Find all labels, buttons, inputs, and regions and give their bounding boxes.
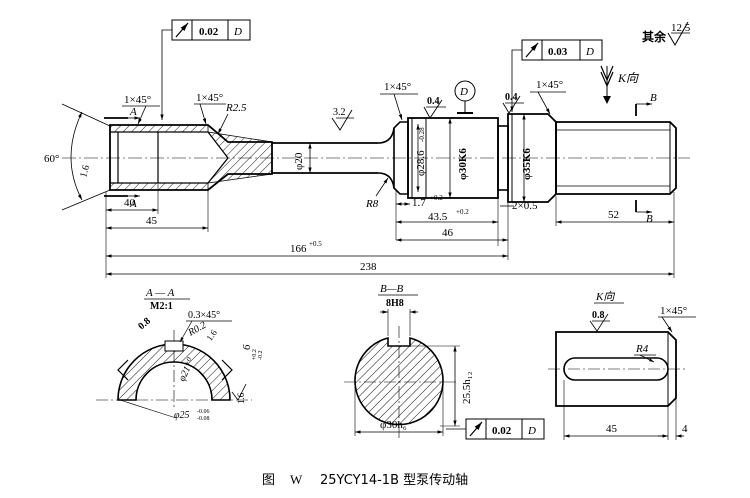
angle-60-label: 60° (44, 153, 59, 165)
section-a-slot-tol-top: +0.2 (252, 349, 258, 360)
view-k: K向 0.8 1×45° R4 45 4 (548, 290, 696, 440)
section-b-title: B—B (380, 283, 404, 295)
dia-35: φ35K6 (521, 148, 533, 180)
runout-icon (175, 22, 189, 38)
dim-46: 46 (442, 227, 454, 239)
view-k-chamfer: 1×45° (660, 305, 687, 317)
view-k-dim-45: 45 (606, 423, 618, 435)
roughness-32: 3.2 (333, 107, 346, 118)
dia-286-tol: -0.28 (418, 127, 426, 142)
section-a-a: A — A M2:1 0.3×45° 0.8 R0.2 1.6 6 +0.2 -… (96, 287, 264, 422)
section-b-b: B—B 8H8 25.5h₁₂ φ30h₆ 0.02 D (344, 283, 545, 440)
fcf-left-value: 0.02 (199, 26, 219, 38)
dim-2x05: 2×0.5 (512, 200, 538, 212)
chamfer-4: 1×45° (536, 79, 563, 91)
section-b-mark-top: B (650, 92, 657, 104)
shaft-middle (272, 127, 395, 189)
section-b-mark-bottom: B (646, 213, 653, 225)
radius-8: R8 (365, 198, 379, 210)
figure-caption: 图 W 25YCY14-1B 型泵传动轴 (262, 472, 468, 488)
angle-60: 60° (44, 103, 111, 211)
section-b-marks: B B (635, 92, 657, 225)
section-a-roughness1: 0.8 (136, 316, 153, 332)
dim-435: 43.5 (428, 211, 448, 223)
dim-45: 45 (146, 215, 158, 227)
section-b-fcf-value: 0.02 (492, 425, 512, 437)
dim-166: 166 (290, 243, 307, 255)
section-a-slot-width: 6 (241, 344, 253, 350)
dim-238: 238 (360, 261, 377, 273)
view-k-title: K向 (595, 290, 615, 303)
dim-52: 52 (608, 209, 619, 221)
dim-166-tol: +0.5 (309, 240, 322, 248)
caption-label: 图 (262, 473, 275, 488)
section-a-slot-tol-bot: -0.2 (258, 351, 264, 361)
section-a-scale: M2:1 (150, 301, 173, 312)
datum-d: D (454, 80, 476, 114)
section-a-dia-outer-tol-top: -0.06 (197, 409, 210, 415)
runout-icon (525, 42, 539, 58)
fcf-left-datum: D (233, 26, 242, 38)
datum-d-label: D (459, 86, 468, 98)
section-b-fcf-datum: D (527, 425, 536, 437)
section-a-roughness3: 1.6 (236, 392, 246, 404)
section-b-diameter: φ30h₆ (380, 419, 407, 431)
section-b-keyway: 8H8 (386, 298, 404, 309)
view-k-dim-4: 4 (682, 423, 688, 435)
section-a-mark-top: A (129, 106, 137, 118)
fcf-right-datum: D (585, 46, 594, 58)
caption-letter: W (290, 472, 303, 487)
roughness-04a: 0.4 (427, 96, 440, 107)
fcf-right: 0.03 D (510, 39, 603, 112)
view-k-label: K向 (617, 71, 639, 85)
roughness-04b: 0.4 (505, 92, 518, 103)
runout-icon (469, 421, 483, 437)
caption-title: 25YCY14-1B 型泵传动轴 (320, 473, 468, 488)
chamfer-2: 1×45° (196, 92, 223, 104)
fcf-left: 0.02 D (160, 19, 251, 120)
chamfer-1: 1×45° (124, 94, 151, 106)
dia-20: φ20 (293, 152, 305, 170)
dia-30: φ30K6 (457, 148, 469, 180)
fcf-right-value: 0.03 (548, 46, 568, 58)
section-a-dia-outer: φ25 (174, 410, 190, 421)
roughness-other-value: 12.5 (671, 22, 691, 34)
shaft-left-end (109, 124, 273, 191)
chamfer-3: 1×45° (384, 81, 411, 93)
section-a-marks: A A (104, 106, 140, 210)
chamfer-labels: 1×45° 1×45° R2.5 1×45° 1×45° R8 (122, 79, 566, 210)
view-k-radius: R4 (635, 343, 649, 355)
roughness-other: 其余 12.5 (642, 21, 691, 47)
section-a-mark-bottom: A (129, 198, 137, 210)
diameter-dims: φ20 φ28.6 -0.28 φ30K6 φ35K6 (293, 114, 533, 202)
roughness-other-text: 其余 (642, 29, 667, 44)
view-k-roughness: 0.8 (592, 310, 605, 321)
roughness-16: 1.6 (78, 164, 92, 179)
dim-435-tol: +0.2 (456, 208, 469, 216)
section-b-height: 25.5h₁₂ (461, 371, 473, 404)
section-a-chamfer: 0.3×45° (188, 310, 220, 321)
section-a-title: A — A (145, 287, 175, 299)
main-shaft-view: A A K向 B B 其余 12.5 (44, 19, 691, 278)
dim-40: 40 (124, 197, 136, 209)
dia-286: φ28.6 (415, 150, 427, 176)
view-k-arrow: K向 (600, 65, 639, 104)
dim-17: 1.7 (412, 197, 426, 209)
dim-17-tol: +0.2 (430, 194, 443, 202)
radius-25: R2.5 (225, 102, 247, 114)
length-dims: 40 45 1.7 +0.2 43.5 +0.2 46 2×0.5 52 166… (105, 184, 675, 278)
section-a-dia-outer-tol-bot: -0.08 (197, 416, 210, 422)
